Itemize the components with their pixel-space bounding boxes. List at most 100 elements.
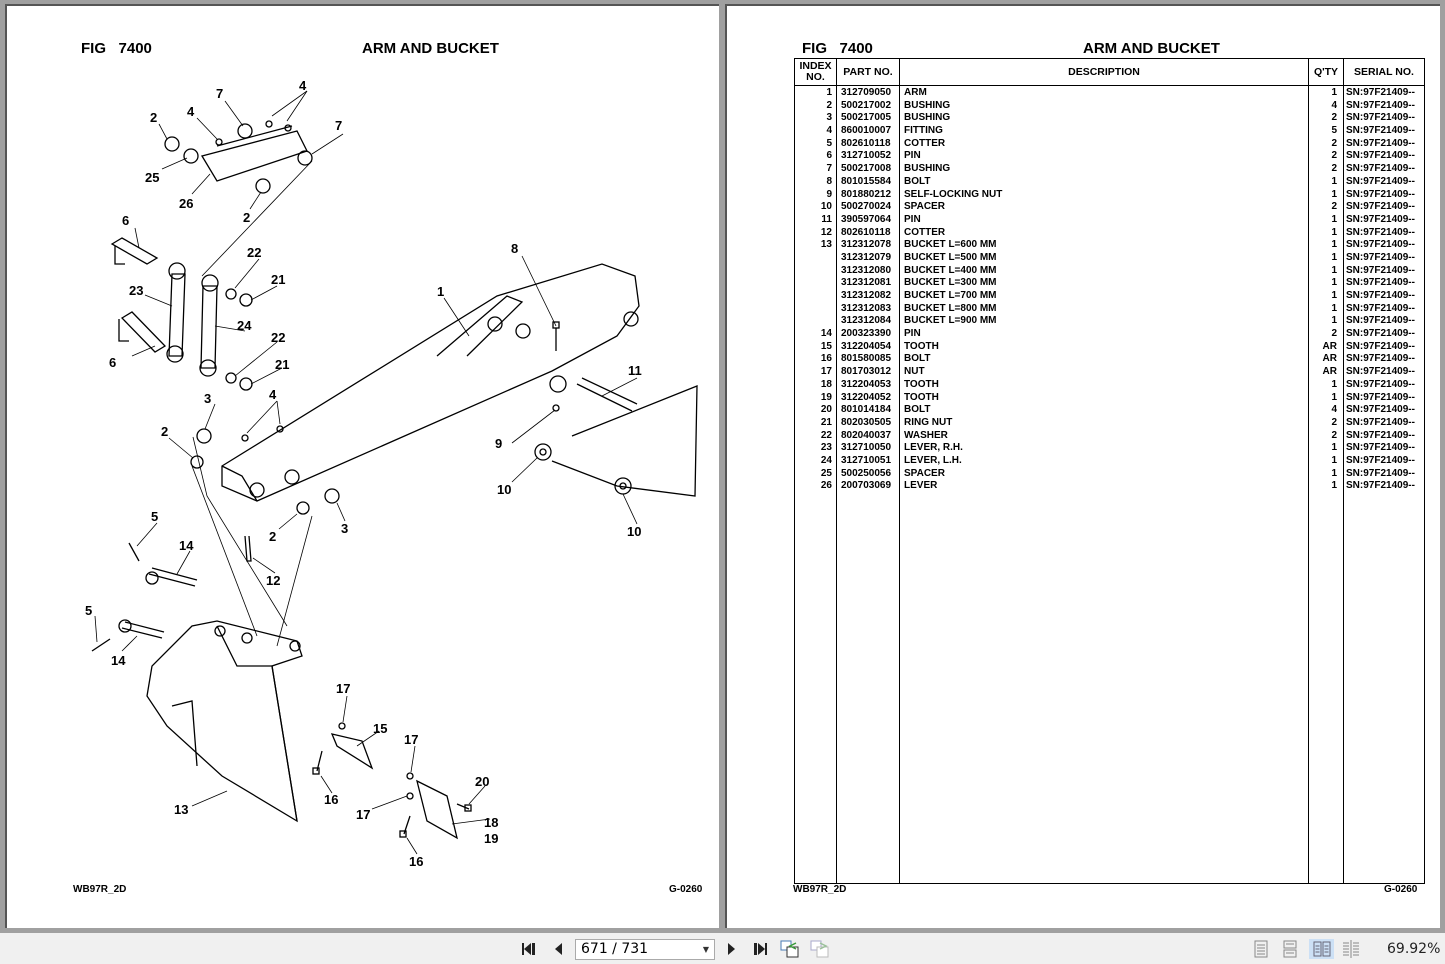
- view-continuous-facing-button[interactable]: [1341, 939, 1361, 959]
- description-cell: BUCKET L=300 MM: [904, 277, 997, 289]
- footer-code: G-0260: [669, 884, 703, 895]
- description-cell: SPACER: [904, 201, 945, 213]
- arm-top-edge: [221, 465, 258, 502]
- callout-14: 14: [111, 653, 126, 668]
- qty-cell: 1: [1331, 87, 1337, 98]
- part-no-cell: 312204054: [841, 340, 892, 352]
- callout-18: 18: [484, 815, 498, 830]
- description-cell: BUSHING: [904, 99, 951, 111]
- callout-14: 14: [179, 538, 194, 553]
- description-cell: RING NUT: [904, 416, 953, 428]
- facing-pages-icon: [1313, 941, 1330, 957]
- part-no-cell: 801580085: [841, 353, 892, 365]
- footer-code: G-0260: [1384, 884, 1418, 895]
- description-cell: SELF-LOCKING NUT: [904, 188, 1003, 200]
- last-page-button[interactable]: [750, 939, 770, 959]
- qty-cell: 2: [1331, 328, 1337, 340]
- header-qty: Q'TY: [1313, 65, 1339, 78]
- view-continuous-button[interactable]: [1280, 939, 1300, 959]
- serial-cell: SN:97F21409--: [1346, 480, 1415, 492]
- pin-14b: [121, 627, 163, 639]
- view-facing-button[interactable]: [1309, 939, 1334, 959]
- index-cell: 1: [826, 87, 832, 98]
- callout-9: 9: [495, 436, 502, 451]
- part-no-cell: 312710051: [841, 454, 892, 466]
- part-no-cell: 312312084: [841, 315, 892, 327]
- part-no-cell: 312709050: [841, 87, 892, 98]
- callout-19: 19: [484, 831, 498, 846]
- qty-cell: 1: [1331, 391, 1337, 403]
- previous-view-button[interactable]: [780, 939, 800, 959]
- part-no-cell: 200323390: [841, 328, 892, 340]
- callout-21: 21: [275, 357, 289, 372]
- serial-cell: SN:97F21409--: [1346, 137, 1415, 149]
- callout-22: 22: [271, 330, 285, 345]
- continuous-facing-icon: [1343, 940, 1359, 958]
- page-title: ARM AND BUCKET: [1083, 40, 1220, 57]
- part-no-cell: 801015584: [841, 175, 892, 187]
- first-page-button[interactable]: [519, 939, 539, 959]
- serial-cell: SN:97F21409--: [1346, 213, 1415, 225]
- part-no-cell: 312312082: [841, 290, 892, 301]
- zoom-level[interactable]: 69.92%: [1387, 941, 1441, 957]
- callout-6: 6: [109, 355, 116, 370]
- prev-page-button[interactable]: [548, 939, 568, 959]
- serial-cell: SN:97F21409--: [1346, 340, 1415, 352]
- view-single-page-button[interactable]: [1251, 939, 1271, 959]
- arm-bracket: [436, 295, 524, 357]
- qty-cell: 2: [1331, 150, 1337, 162]
- next-page-button[interactable]: [722, 939, 742, 959]
- pin-6a: [110, 237, 159, 265]
- part-no-cell: 312204053: [841, 378, 892, 390]
- serial-cell: SN:97F21409--: [1346, 353, 1415, 365]
- bucket-13: [146, 620, 303, 823]
- page-number-dropdown[interactable]: 671 / 731 ▼: [575, 939, 715, 960]
- description-cell: BUCKET L=400 MM: [904, 264, 997, 276]
- serial-cell: SN:97F21409--: [1346, 87, 1415, 98]
- index-cell: 15: [820, 340, 832, 352]
- index-cell: 26: [820, 480, 832, 492]
- serial-cell: SN:97F21409--: [1346, 454, 1415, 466]
- first-page-icon: [522, 943, 535, 955]
- serial-cell: SN:97F21409--: [1346, 150, 1415, 162]
- serial-cell: SN:97F21409--: [1346, 125, 1415, 137]
- single-page-icon: [1254, 940, 1268, 958]
- index-cell: 19: [820, 391, 832, 403]
- callout-labels: 1 2 2 2 2 3 3 4 4 4 4 5 5 6 6 7 7 8 9 10…: [85, 78, 642, 869]
- part-no-cell: 802610118: [841, 137, 891, 149]
- qty-cell: 4: [1331, 99, 1337, 111]
- part-no-cell: 801703012: [841, 366, 892, 378]
- serial-cell: SN:97F21409--: [1346, 290, 1415, 301]
- pin-14a: [148, 573, 196, 587]
- index-cell: 10: [820, 201, 832, 213]
- callout-16: 16: [324, 792, 338, 807]
- header-index: INDEX NO.: [799, 60, 832, 83]
- qty-cell: 2: [1331, 201, 1337, 213]
- index-cell: 8: [826, 175, 832, 187]
- callout-26: 26: [179, 196, 193, 211]
- part-no-cell: 500217008: [841, 163, 892, 175]
- description-cell: SPACER: [904, 467, 945, 479]
- col-divider: [795, 59, 837, 883]
- qty-cell: 1: [1331, 480, 1337, 492]
- next-view-button[interactable]: [810, 939, 830, 959]
- qty-cell: 1: [1331, 467, 1337, 479]
- part-no-cell: 312312081: [841, 277, 892, 289]
- qty-cell: AR: [1322, 353, 1337, 365]
- callout-17: 17: [404, 732, 418, 747]
- callout-8: 8: [511, 241, 518, 256]
- description-cell: COTTER: [904, 137, 946, 149]
- callout-23: 23: [129, 283, 143, 298]
- spacer-10a: [534, 443, 552, 461]
- serial-cell: SN:97F21409--: [1346, 277, 1415, 289]
- index-cell: 22: [820, 429, 832, 441]
- fig-label-text: FIG: [802, 40, 827, 57]
- header-description: DESCRIPTION: [1068, 65, 1140, 78]
- callout-2: 2: [269, 529, 276, 544]
